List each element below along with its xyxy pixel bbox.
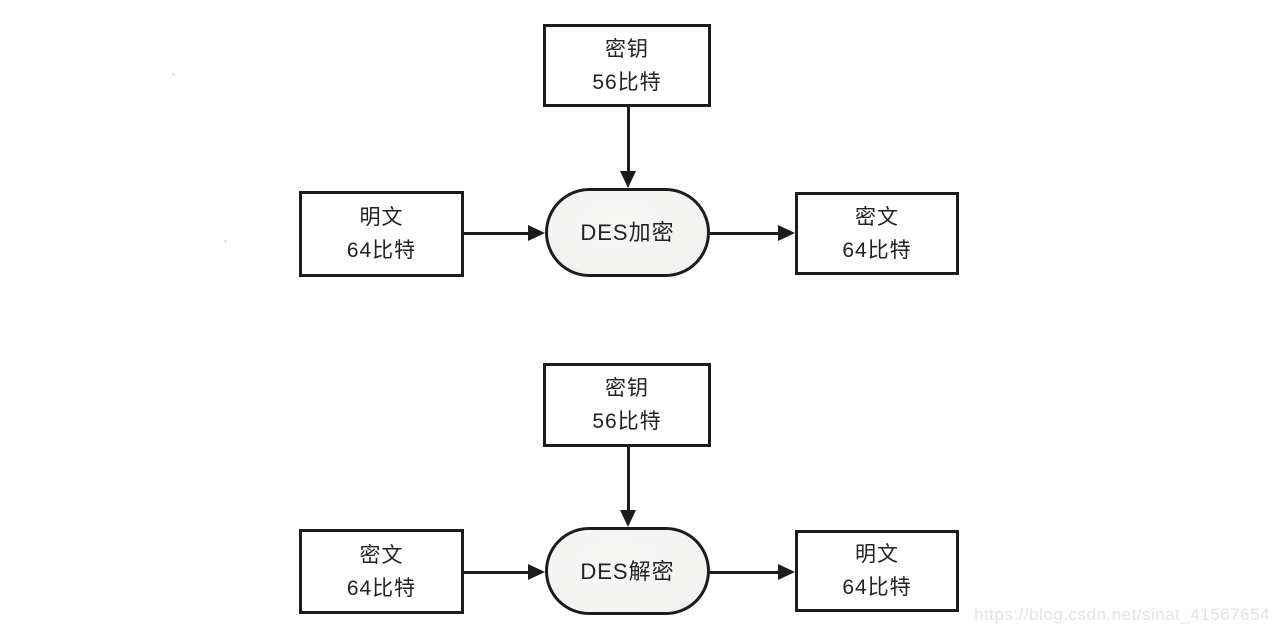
- arrow-shaft: [626, 447, 630, 510]
- arrow-key-to-encrypt: [620, 107, 636, 188]
- arrow-head-down-icon: [620, 171, 636, 188]
- arrow-shaft: [626, 107, 630, 171]
- des-encrypt-label: DES加密: [580, 220, 675, 245]
- decrypt-key-label-line1: 密钥: [605, 377, 649, 400]
- arrow-head-right-icon: [528, 564, 545, 580]
- arrow-shaft: [464, 231, 528, 235]
- encrypt-ciphertext-box: 密文 64比特: [795, 192, 959, 275]
- decrypt-key-box: 密钥 56比特: [543, 363, 711, 447]
- decrypt-output-label-line2: 64比特: [842, 576, 912, 599]
- arrow-head-right-icon: [528, 225, 545, 241]
- arrow-head-right-icon: [778, 564, 795, 580]
- des-encrypt-process-node: DES加密: [545, 188, 710, 277]
- arrow-plaintext-to-encrypt: [464, 225, 545, 241]
- scan-speck: [224, 240, 227, 243]
- scan-speck: [172, 73, 175, 76]
- encrypt-input-label-line1: 明文: [359, 206, 404, 229]
- decrypt-key-label-line2: 56比特: [592, 410, 662, 433]
- decrypt-input-label-line1: 密文: [359, 543, 404, 567]
- decrypt-plaintext-box: 明文 64比特: [795, 530, 959, 612]
- decrypt-input-label-line2: 64比特: [346, 576, 417, 600]
- arrow-head-right-icon: [778, 225, 795, 241]
- des-decrypt-process-node: DES解密: [545, 527, 710, 615]
- csdn-watermark: https://blog.csdn.net/sinat_41567654: [974, 605, 1270, 624]
- encrypt-output-label-line2: 64比特: [842, 238, 912, 262]
- des-decrypt-label: DES解密: [580, 558, 675, 584]
- encrypt-output-label-line1: 密文: [855, 205, 899, 229]
- encrypt-key-box: 密钥 56比特: [543, 24, 711, 107]
- encrypt-key-label-line2: 56比特: [592, 70, 662, 94]
- encrypt-key-label-line1: 密钥: [605, 37, 649, 61]
- arrow-encrypt-to-ciphertext: [710, 225, 795, 241]
- arrow-ciphertext-to-decrypt: [464, 564, 545, 580]
- arrow-key-to-decrypt: [620, 447, 636, 527]
- encrypt-plaintext-box: 明文 64比特: [299, 191, 464, 277]
- decrypt-output-label-line1: 明文: [855, 543, 899, 566]
- encrypt-input-label-line2: 64比特: [346, 239, 417, 262]
- arrow-decrypt-to-plaintext: [710, 564, 795, 580]
- decrypt-ciphertext-box: 密文 64比特: [299, 529, 464, 614]
- arrow-head-down-icon: [620, 510, 636, 527]
- arrow-shaft: [464, 570, 528, 574]
- arrow-shaft: [710, 231, 778, 235]
- arrow-shaft: [710, 570, 778, 574]
